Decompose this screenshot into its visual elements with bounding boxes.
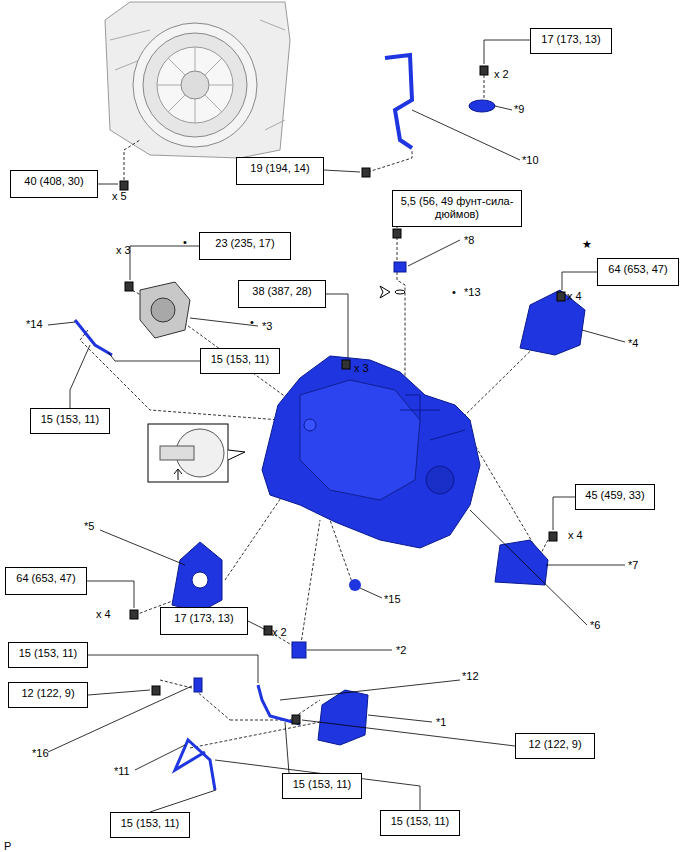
torque-box: 17 (173, 13) <box>160 607 248 635</box>
callout-label: x 2 <box>272 626 287 638</box>
torque-box: 38 (387, 28) <box>238 280 326 308</box>
callout-label: *15 <box>384 593 401 605</box>
torque-value: 15 (153, 11) <box>207 353 273 366</box>
torque-box: 5,5 (56, 49 фунт-сила-дюймов) <box>392 190 522 227</box>
torque-box: 15 (153, 11) <box>8 642 88 668</box>
callout-label: *3 <box>262 320 272 332</box>
callout-label: *16 <box>32 747 49 759</box>
callout-label: *13 <box>464 286 481 298</box>
callout-label: x 4 <box>96 608 111 620</box>
callout-label: *2 <box>396 644 406 656</box>
torque-value: 12 (122, 9) <box>522 738 588 751</box>
torque-value: 15 (153, 11) <box>117 817 183 830</box>
callout-label: *9 <box>514 103 524 115</box>
torque-value: 23 (235, 17) <box>206 237 284 250</box>
torque-value: 19 (194, 14) <box>243 162 317 175</box>
callout-label: *11 <box>114 765 130 777</box>
callout-label: x 3 <box>354 362 369 374</box>
callout-label: *10 <box>522 154 539 166</box>
torque-box: 15 (153, 11) <box>30 408 110 434</box>
torque-value: 17 (173, 13) <box>167 612 241 625</box>
callout-label: *5 <box>84 520 94 532</box>
torque-value: 64 (653, 47) <box>12 572 80 585</box>
torque-value: 12 (122, 9) <box>15 687 81 700</box>
torque-box: 15 (153, 11) <box>380 810 460 836</box>
torque-box: 40 (408, 30) <box>10 170 98 198</box>
torque-box: 64 (653, 47) <box>5 567 87 595</box>
torque-value: 40 (408, 30) <box>17 175 91 188</box>
callout-label: *6 <box>590 619 600 631</box>
torque-value: 15 (153, 11) <box>15 647 81 660</box>
torque-box: 15 (153, 11) <box>282 773 362 799</box>
torque-value: 38 (387, 28) <box>245 285 319 298</box>
callout-label: *1 <box>436 716 446 728</box>
torque-box: 12 (122, 9) <box>8 682 88 708</box>
callout-label: P <box>4 840 11 852</box>
callout-label: ★ <box>582 238 592 250</box>
callout-label: x 3 <box>116 244 131 256</box>
callout-label: • <box>183 236 187 248</box>
torque-box: 12 (122, 9) <box>515 733 595 759</box>
callout-label: *7 <box>628 559 638 571</box>
callout-label: x 5 <box>112 190 127 202</box>
torque-value: 45 (459, 33) <box>582 489 648 502</box>
torque-value: 15 (153, 11) <box>387 815 453 828</box>
callout-label: x 4 <box>567 290 582 302</box>
torque-box: 17 (173, 13) <box>530 28 612 54</box>
torque-box: 64 (653, 47) <box>597 258 679 286</box>
torque-box: 23 (235, 17) <box>199 232 291 260</box>
torque-value: 15 (153, 11) <box>289 778 355 791</box>
torque-box: 19 (194, 14) <box>236 157 324 185</box>
torque-box: 15 (153, 11) <box>200 348 280 374</box>
callout-label: *12 <box>462 670 479 682</box>
torque-value: 5,5 (56, 49 фунт-сила-дюймов) <box>399 195 515 221</box>
torque-value: 64 (653, 47) <box>604 263 672 276</box>
torque-value: 17 (173, 13) <box>537 33 605 46</box>
callout-label: • <box>250 316 254 328</box>
callout-label: *4 <box>628 337 638 349</box>
callout-label: *8 <box>464 234 474 246</box>
callout-label: • <box>452 286 456 298</box>
callout-label: x 2 <box>494 68 509 80</box>
callout-label: *14 <box>26 318 43 330</box>
torque-box: 45 (459, 33) <box>575 484 655 510</box>
torque-value: 15 (153, 11) <box>37 413 103 426</box>
callout-label: x 4 <box>568 529 583 541</box>
torque-box: 15 (153, 11) <box>110 812 190 838</box>
